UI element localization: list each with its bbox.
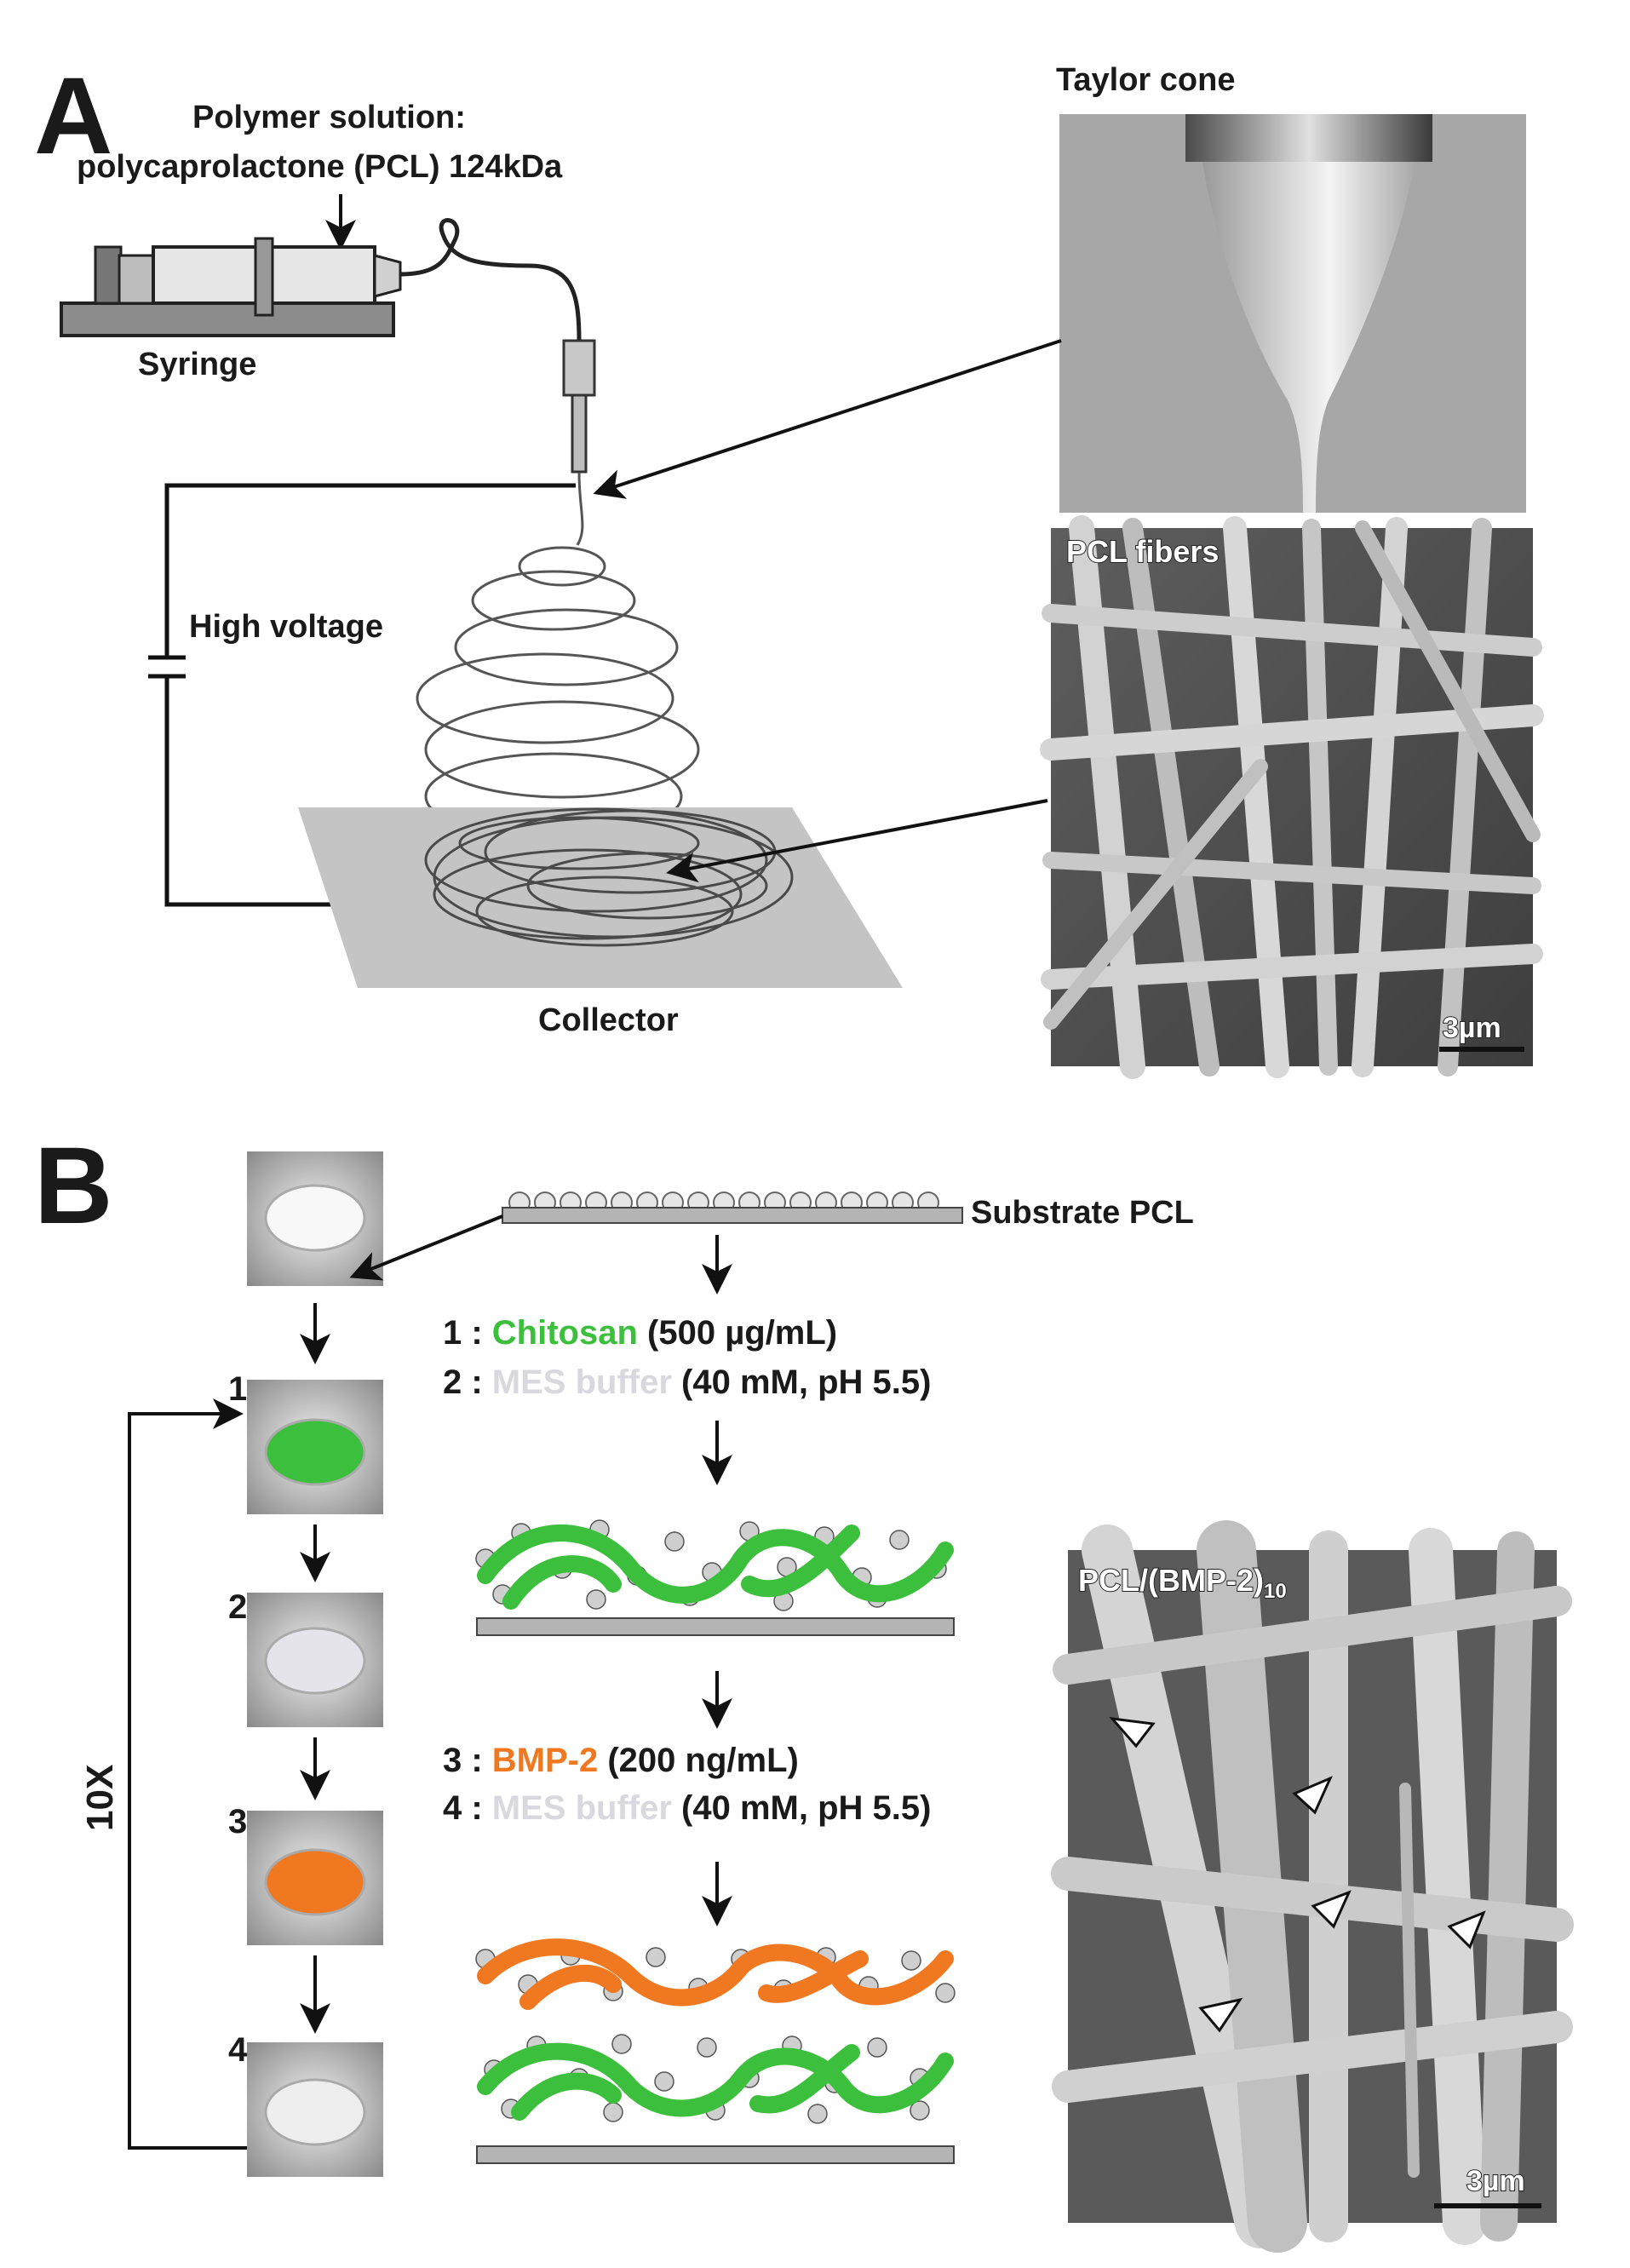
step-1-num: 1 : — [443, 1314, 492, 1352]
taylor-cone-label: Taylor cone — [1056, 62, 1235, 98]
step-2-text: 2 : MES buffer (40 mM, pH 5.5) — [443, 1364, 931, 1401]
step-number-1: 1 — [228, 1370, 247, 1408]
repeat-loop — [128, 1398, 247, 2150]
pcl-fibers-arrow — [666, 799, 1048, 883]
pcl-fibers-label: PCL fibers — [1066, 534, 1219, 569]
step-number-3: 3 — [228, 1803, 247, 1840]
step-4-detail: (40 mM, pH 5.5) — [672, 1789, 932, 1827]
well-step-4 — [247, 2042, 383, 2177]
pcl-bmp2-sem-image: PCL/(BMP-2)10 3µm — [1051, 1520, 1574, 2253]
step-4-mes-buffer: MES buffer — [492, 1789, 672, 1827]
bmp2-layer-illustration — [475, 1938, 956, 2164]
sem-label-subscript: 10 — [1264, 1580, 1287, 1603]
substrate-label: Substrate PCL — [971, 1195, 1194, 1231]
step-number-2: 2 — [228, 1588, 247, 1626]
high-voltage-label: High voltage — [189, 609, 383, 645]
step-3-text: 3 : BMP-2 (200 ng/mL) — [443, 1742, 799, 1779]
panel-a-letter: A — [34, 55, 112, 177]
step-4-text: 4 : MES buffer (40 mM, pH 5.5) — [443, 1789, 931, 1827]
fiber-jet — [416, 472, 700, 841]
scale-bar-label-b: 3µm — [1466, 2165, 1525, 2197]
step-number-4: 4 — [228, 2031, 248, 2069]
panel-a: A Polymer solution: polycaprolactone (PC… — [34, 55, 1544, 1079]
panel-b-letter: B — [34, 1125, 112, 1247]
well-step-1 — [247, 1380, 383, 1514]
high-voltage-circuit — [164, 483, 576, 907]
syringe-pump — [60, 237, 402, 337]
needle — [562, 339, 596, 474]
step-4-num: 4 : — [443, 1789, 492, 1827]
collector-label: Collector — [538, 1002, 679, 1038]
sem-label: PCL/(BMP-2)10 — [1078, 1563, 1287, 1603]
polymer-solution-sublabel: polycaprolactone (PCL) 124kDa — [77, 149, 563, 185]
step-2-detail: (40 mM, pH 5.5) — [672, 1364, 932, 1401]
well-substrate — [247, 1151, 383, 1286]
taylor-cone-arrow — [593, 339, 1062, 499]
step-2-mes-buffer: MES buffer — [492, 1364, 672, 1401]
step-3-bmp2: BMP-2 — [492, 1742, 598, 1779]
chitosan-layer-illustration — [475, 1519, 955, 1636]
step-3-num: 3 : — [443, 1742, 492, 1779]
step-1-chitosan: Chitosan — [492, 1314, 638, 1352]
taylor-cone-image — [1059, 114, 1526, 513]
well-step-2 — [247, 1593, 383, 1727]
repeat-loop-label: 10X — [79, 1765, 121, 1831]
polymer-solution-label: Polymer solution: — [192, 100, 466, 135]
syringe-label: Syringe — [138, 347, 256, 382]
substrate-pcl — [502, 1191, 963, 1224]
panel-b: B 1 2 3 4 1 — [34, 1125, 1574, 2253]
pcl-fibers-sem-image: PCL fibers 3µm — [1040, 515, 1544, 1079]
well-step-3 — [247, 1811, 383, 1945]
step-3-detail: (200 ng/mL) — [598, 1742, 799, 1779]
collector-plate — [298, 807, 903, 988]
scale-bar-label-a: 3µm — [1443, 1012, 1501, 1044]
syringe-tubing — [399, 218, 582, 342]
step-1-detail: (500 µg/mL) — [638, 1314, 837, 1352]
step-1-text: 1 : Chitosan (500 µg/mL) — [443, 1314, 837, 1352]
substrate-to-well-arrow — [349, 1214, 503, 1281]
step-2-num: 2 : — [443, 1364, 492, 1401]
sem-label-main: PCL/(BMP-2) — [1078, 1563, 1264, 1598]
